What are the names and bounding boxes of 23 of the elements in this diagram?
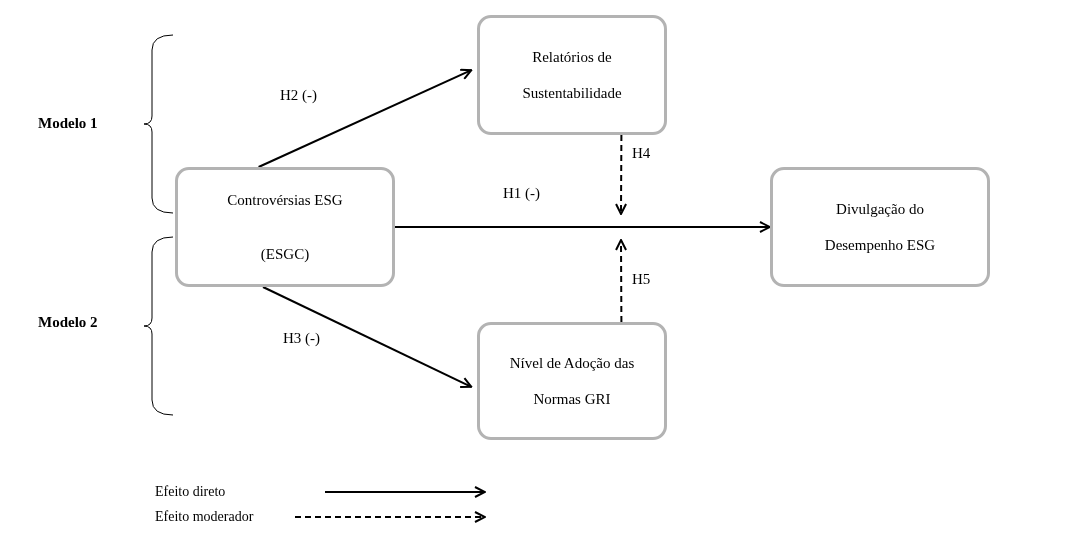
edge-label: H5 <box>632 272 651 287</box>
legend-text: Efeito direto <box>155 485 226 499</box>
process-box <box>770 167 990 287</box>
arrow <box>615 134 628 215</box>
arrow <box>262 286 473 389</box>
edge-label: H4 <box>632 146 651 161</box>
box-text: Controvérsias ESG <box>227 191 343 210</box>
edge-label: H2 (-) <box>280 88 318 103</box>
box-text: (ESGC) <box>260 245 310 264</box>
process-box <box>175 167 395 287</box>
model-label: Modelo 2 <box>38 315 98 330</box>
legend-text: Efeito moderador <box>155 510 254 524</box>
process-box <box>477 15 667 135</box>
edge-label: H3 (-) <box>283 331 321 346</box>
box-text: Relatórios de Sustentabilidade <box>521 48 623 103</box>
process-box <box>477 322 667 440</box>
arrow <box>615 239 628 323</box>
arrow <box>394 221 771 233</box>
box-text: Nível de Adoção das Normas GRI <box>508 354 636 409</box>
arrow <box>257 68 473 168</box>
edge-label: H1 (-) <box>503 186 541 201</box>
box-text: Divulgação do Desempenho ESG <box>823 200 937 255</box>
model-label: Modelo 1 <box>38 116 98 131</box>
